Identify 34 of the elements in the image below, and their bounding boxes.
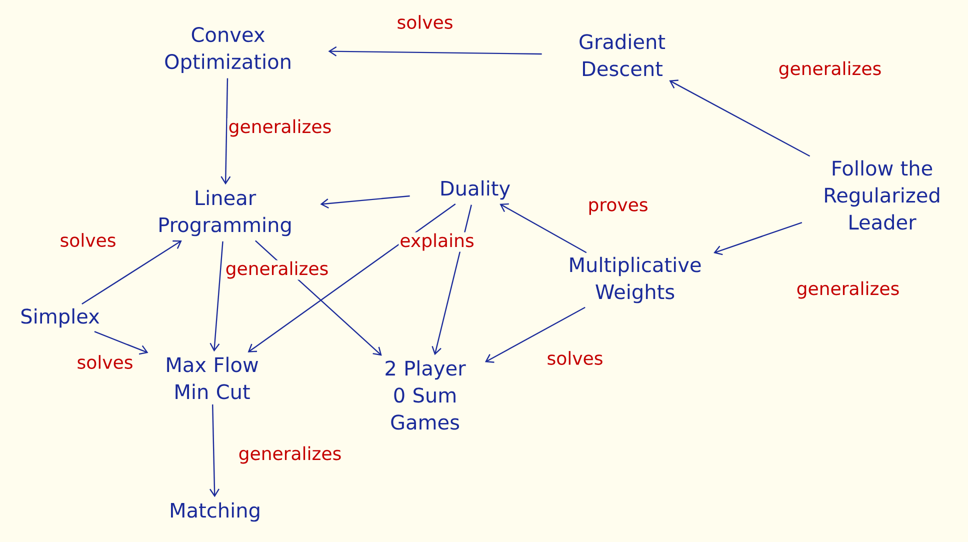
arrow	[432, 204, 472, 356]
concept-label: Linear Programming	[160, 190, 291, 236]
concept-label: Gradient Descent	[580, 34, 666, 76]
arrow	[320, 195, 410, 209]
arrow	[714, 222, 802, 256]
concept-label: 2 Player 0 Sum Games	[386, 360, 466, 430]
edge-label: solves	[76, 354, 134, 370]
concept-label: Simplex	[21, 308, 100, 328]
edge-label: solves	[546, 350, 604, 366]
edge-label: generalizes	[224, 260, 330, 280]
concept-label: Multiplicative Weights	[570, 256, 701, 304]
arrow	[210, 404, 220, 498]
concept-label: Convex Optimization	[165, 27, 290, 73]
edge-label: generalizes	[795, 280, 901, 300]
concept-label: Max Flow Min Cut	[167, 356, 258, 400]
arrow	[484, 306, 586, 363]
arrow	[220, 78, 231, 185]
edge-label: solves	[58, 232, 118, 248]
concept-label: Matching	[171, 502, 260, 522]
concept-label: Duality	[441, 180, 510, 200]
arrow	[94, 331, 148, 355]
edge-label: solves	[396, 14, 454, 30]
edge-label: explains	[398, 232, 476, 252]
arrow	[82, 240, 182, 305]
edge-label: generalizes	[227, 118, 333, 138]
edge-label: generalizes	[237, 445, 343, 465]
arrow	[210, 241, 224, 352]
edge-label: proves	[586, 200, 650, 216]
arrow	[328, 46, 542, 56]
arrow	[500, 203, 587, 254]
concept-label: Follow the Regularized Leader	[825, 160, 940, 230]
arrow	[248, 204, 456, 352]
edge-label: generalizes	[777, 60, 883, 80]
arrow	[669, 80, 810, 157]
